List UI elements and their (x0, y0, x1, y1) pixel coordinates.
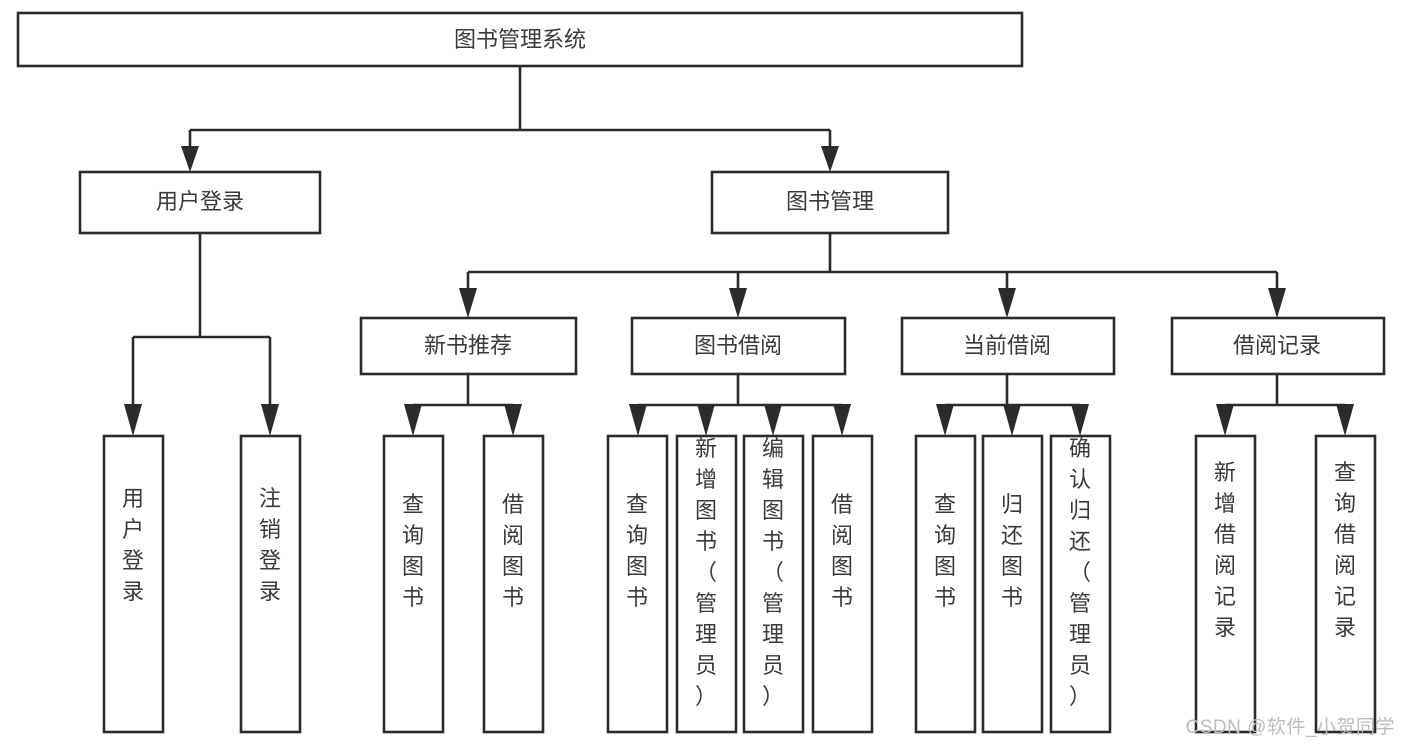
arrow-bb-to-borrow-book (833, 404, 851, 436)
arrow-bm-to-current-borrow (998, 288, 1016, 318)
node-leaf-add-borrow-record-box[interactable] (1194, 434, 1257, 734)
csdn-watermark: CSDN @软件_小贺同学 (1185, 717, 1395, 738)
node-leaf-query-book-2-box[interactable] (606, 434, 669, 734)
node-current-borrow-label: 当前借阅 (963, 333, 1051, 358)
node-root[interactable]: 图书管理系统 (16, 11, 1024, 68)
node-leaf-user-login-box[interactable] (102, 434, 165, 734)
node-book-borrow-box[interactable] (630, 316, 847, 376)
node-current-borrow[interactable]: 当前借阅 (900, 316, 1116, 376)
node-user-login-box[interactable] (78, 170, 322, 235)
arrow-bm-to-new-book (459, 288, 477, 318)
node-leaf-user-login-label: 用户登录 (122, 486, 144, 604)
node-leaf-borrow-book-2-label: 借阅图书 (831, 492, 853, 610)
arrow-cb-to-confirm-return (1071, 404, 1089, 436)
node-root-box[interactable] (16, 11, 1024, 68)
node-leaf-borrow-book-2[interactable]: 借阅图书 (811, 434, 874, 734)
node-leaf-logout-login[interactable]: 注销登录 (239, 434, 302, 734)
connector-layer (124, 66, 1354, 436)
arrow-bb-to-query-book (629, 404, 647, 436)
node-leaf-confirm-return-admin-box[interactable] (1049, 434, 1112, 734)
node-user-login-label: 用户登录 (156, 189, 244, 214)
node-leaf-query-book-1-box[interactable] (382, 434, 445, 734)
node-leaf-add-book-admin-label: 新增图书（管理员） (695, 436, 717, 709)
node-borrow-record[interactable]: 借阅记录 (1170, 316, 1386, 376)
node-book-manage-label: 图书管理 (786, 189, 874, 214)
arrow-root-to-user-login (181, 146, 199, 172)
node-leaf-edit-book-admin[interactable]: 编辑图书（管理员） (742, 434, 805, 734)
node-leaf-return-book-box[interactable] (981, 434, 1044, 734)
node-leaf-query-book-2-label: 查询图书 (626, 492, 648, 610)
arrow-br-to-add-record (1216, 404, 1234, 436)
node-book-manage-box[interactable] (710, 170, 950, 235)
arrow-ul-to-logout-leaf (261, 404, 279, 436)
arrow-bb-to-add-book (697, 404, 715, 436)
node-leaf-return-book-label: 归还图书 (1001, 492, 1023, 610)
arrow-bm-to-book-borrow (729, 288, 747, 318)
node-leaf-add-borrow-record[interactable]: 新增借阅记录 (1194, 434, 1257, 734)
node-leaf-user-login[interactable]: 用户登录 (102, 434, 165, 734)
node-leaf-edit-book-admin-label: 编辑图书（管理员） (762, 436, 784, 709)
arrow-nb-to-query-book (404, 404, 422, 436)
node-leaf-logout-login-label: 注销登录 (259, 486, 281, 604)
arrow-bb-to-edit-book (764, 404, 782, 436)
node-leaf-query-book-1-label: 查询图书 (402, 492, 424, 610)
node-leaf-query-book-3[interactable]: 查询图书 (914, 434, 977, 734)
node-leaf-add-book-admin[interactable]: 新增图书（管理员） (675, 434, 738, 734)
node-leaf-query-book-1[interactable]: 查询图书 (382, 434, 445, 734)
node-leaf-confirm-return-admin[interactable]: 确认归还（管理员） (1049, 434, 1112, 734)
node-book-borrow-label: 图书借阅 (694, 333, 782, 358)
node-book-manage[interactable]: 图书管理 (710, 170, 950, 235)
node-leaf-query-book-3-label: 查询图书 (934, 492, 956, 610)
arrow-cb-to-query-book (936, 404, 954, 436)
node-leaf-return-book[interactable]: 归还图书 (981, 434, 1044, 734)
node-leaf-query-borrow-record-label: 查询借阅记录 (1334, 460, 1356, 640)
arrow-cb-to-return-book (1003, 404, 1021, 436)
node-leaf-borrow-book-2-box[interactable] (811, 434, 874, 734)
node-leaf-query-borrow-record-box[interactable] (1314, 434, 1377, 734)
node-leaf-logout-login-box[interactable] (239, 434, 302, 734)
node-leaf-add-borrow-record-label: 新增借阅记录 (1214, 460, 1236, 640)
node-leaf-query-book-2[interactable]: 查询图书 (606, 434, 669, 734)
node-leaf-edit-book-admin-box[interactable] (742, 434, 805, 734)
node-leaf-add-book-admin-box[interactable] (675, 434, 738, 734)
node-leaf-query-book-3-box[interactable] (914, 434, 977, 734)
arrow-nb-to-borrow-book (504, 404, 522, 436)
arrow-root-to-book-manage (821, 146, 839, 172)
node-current-borrow-box[interactable] (900, 316, 1116, 376)
arrow-br-to-query-record (1336, 404, 1354, 436)
node-new-book-recommend[interactable]: 新书推荐 (359, 316, 578, 376)
node-root-label: 图书管理系统 (454, 27, 586, 52)
node-borrow-record-label: 借阅记录 (1233, 333, 1321, 358)
node-leaf-borrow-book-1-box[interactable] (482, 434, 545, 734)
node-user-login[interactable]: 用户登录 (78, 170, 322, 235)
node-leaf-borrow-book-1-label: 借阅图书 (502, 492, 524, 610)
node-borrow-record-box[interactable] (1170, 316, 1386, 376)
node-leaf-confirm-return-admin-label: 确认归还（管理员） (1069, 436, 1091, 709)
node-new-book-recommend-label: 新书推荐 (424, 333, 512, 358)
node-new-book-recommend-box[interactable] (359, 316, 578, 376)
node-leaf-query-borrow-record[interactable]: 查询借阅记录 (1314, 434, 1377, 734)
arrow-ul-to-user-login-leaf (124, 404, 142, 436)
arrow-bm-to-borrow-record (1268, 288, 1286, 318)
node-book-borrow[interactable]: 图书借阅 (630, 316, 847, 376)
node-leaf-borrow-book-1[interactable]: 借阅图书 (482, 434, 545, 734)
